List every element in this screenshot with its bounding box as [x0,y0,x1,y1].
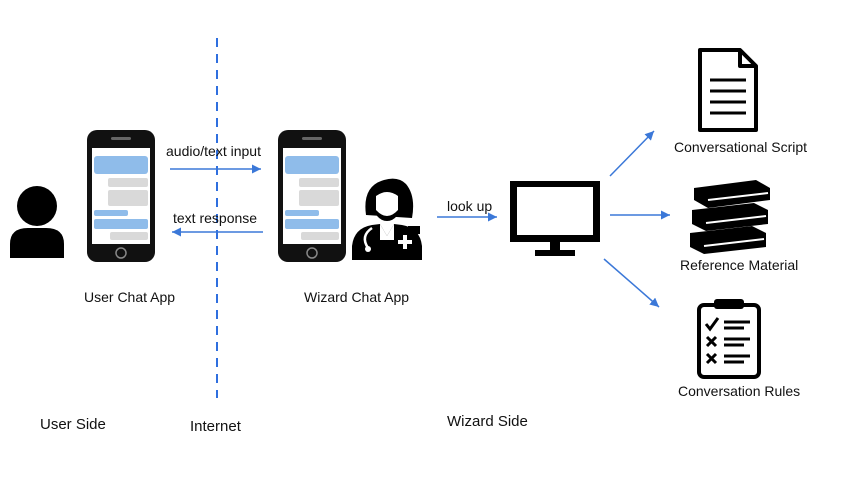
look-up-label: look up [447,198,493,214]
wizard-phone-icon [278,130,346,262]
user-phone-icon [87,130,155,262]
internet-label: Internet [190,418,241,435]
books-icon [690,180,770,254]
reference-material-label: Reference Material [680,257,799,273]
doctor-icon [352,178,422,260]
script-arrow [609,130,655,177]
wizard-chat-app-label: Wizard Chat App [304,289,410,305]
audio-text-input-label: audio/text input [166,143,261,159]
wizard-side-label: Wizard Side [447,413,528,430]
clipboard-checklist-icon [697,299,761,379]
user-chat-app-label: User Chat App [84,289,176,305]
user-side-label: User Side [40,416,106,433]
conversation-rules-label: Conversation Rules [678,383,801,399]
rules-arrow [603,258,660,308]
user-icon [10,186,64,258]
document-icon [698,48,758,132]
text-response-label: text response [173,210,258,226]
conversational-script-label: Conversational Script [674,139,808,155]
monitor-icon [510,181,600,256]
